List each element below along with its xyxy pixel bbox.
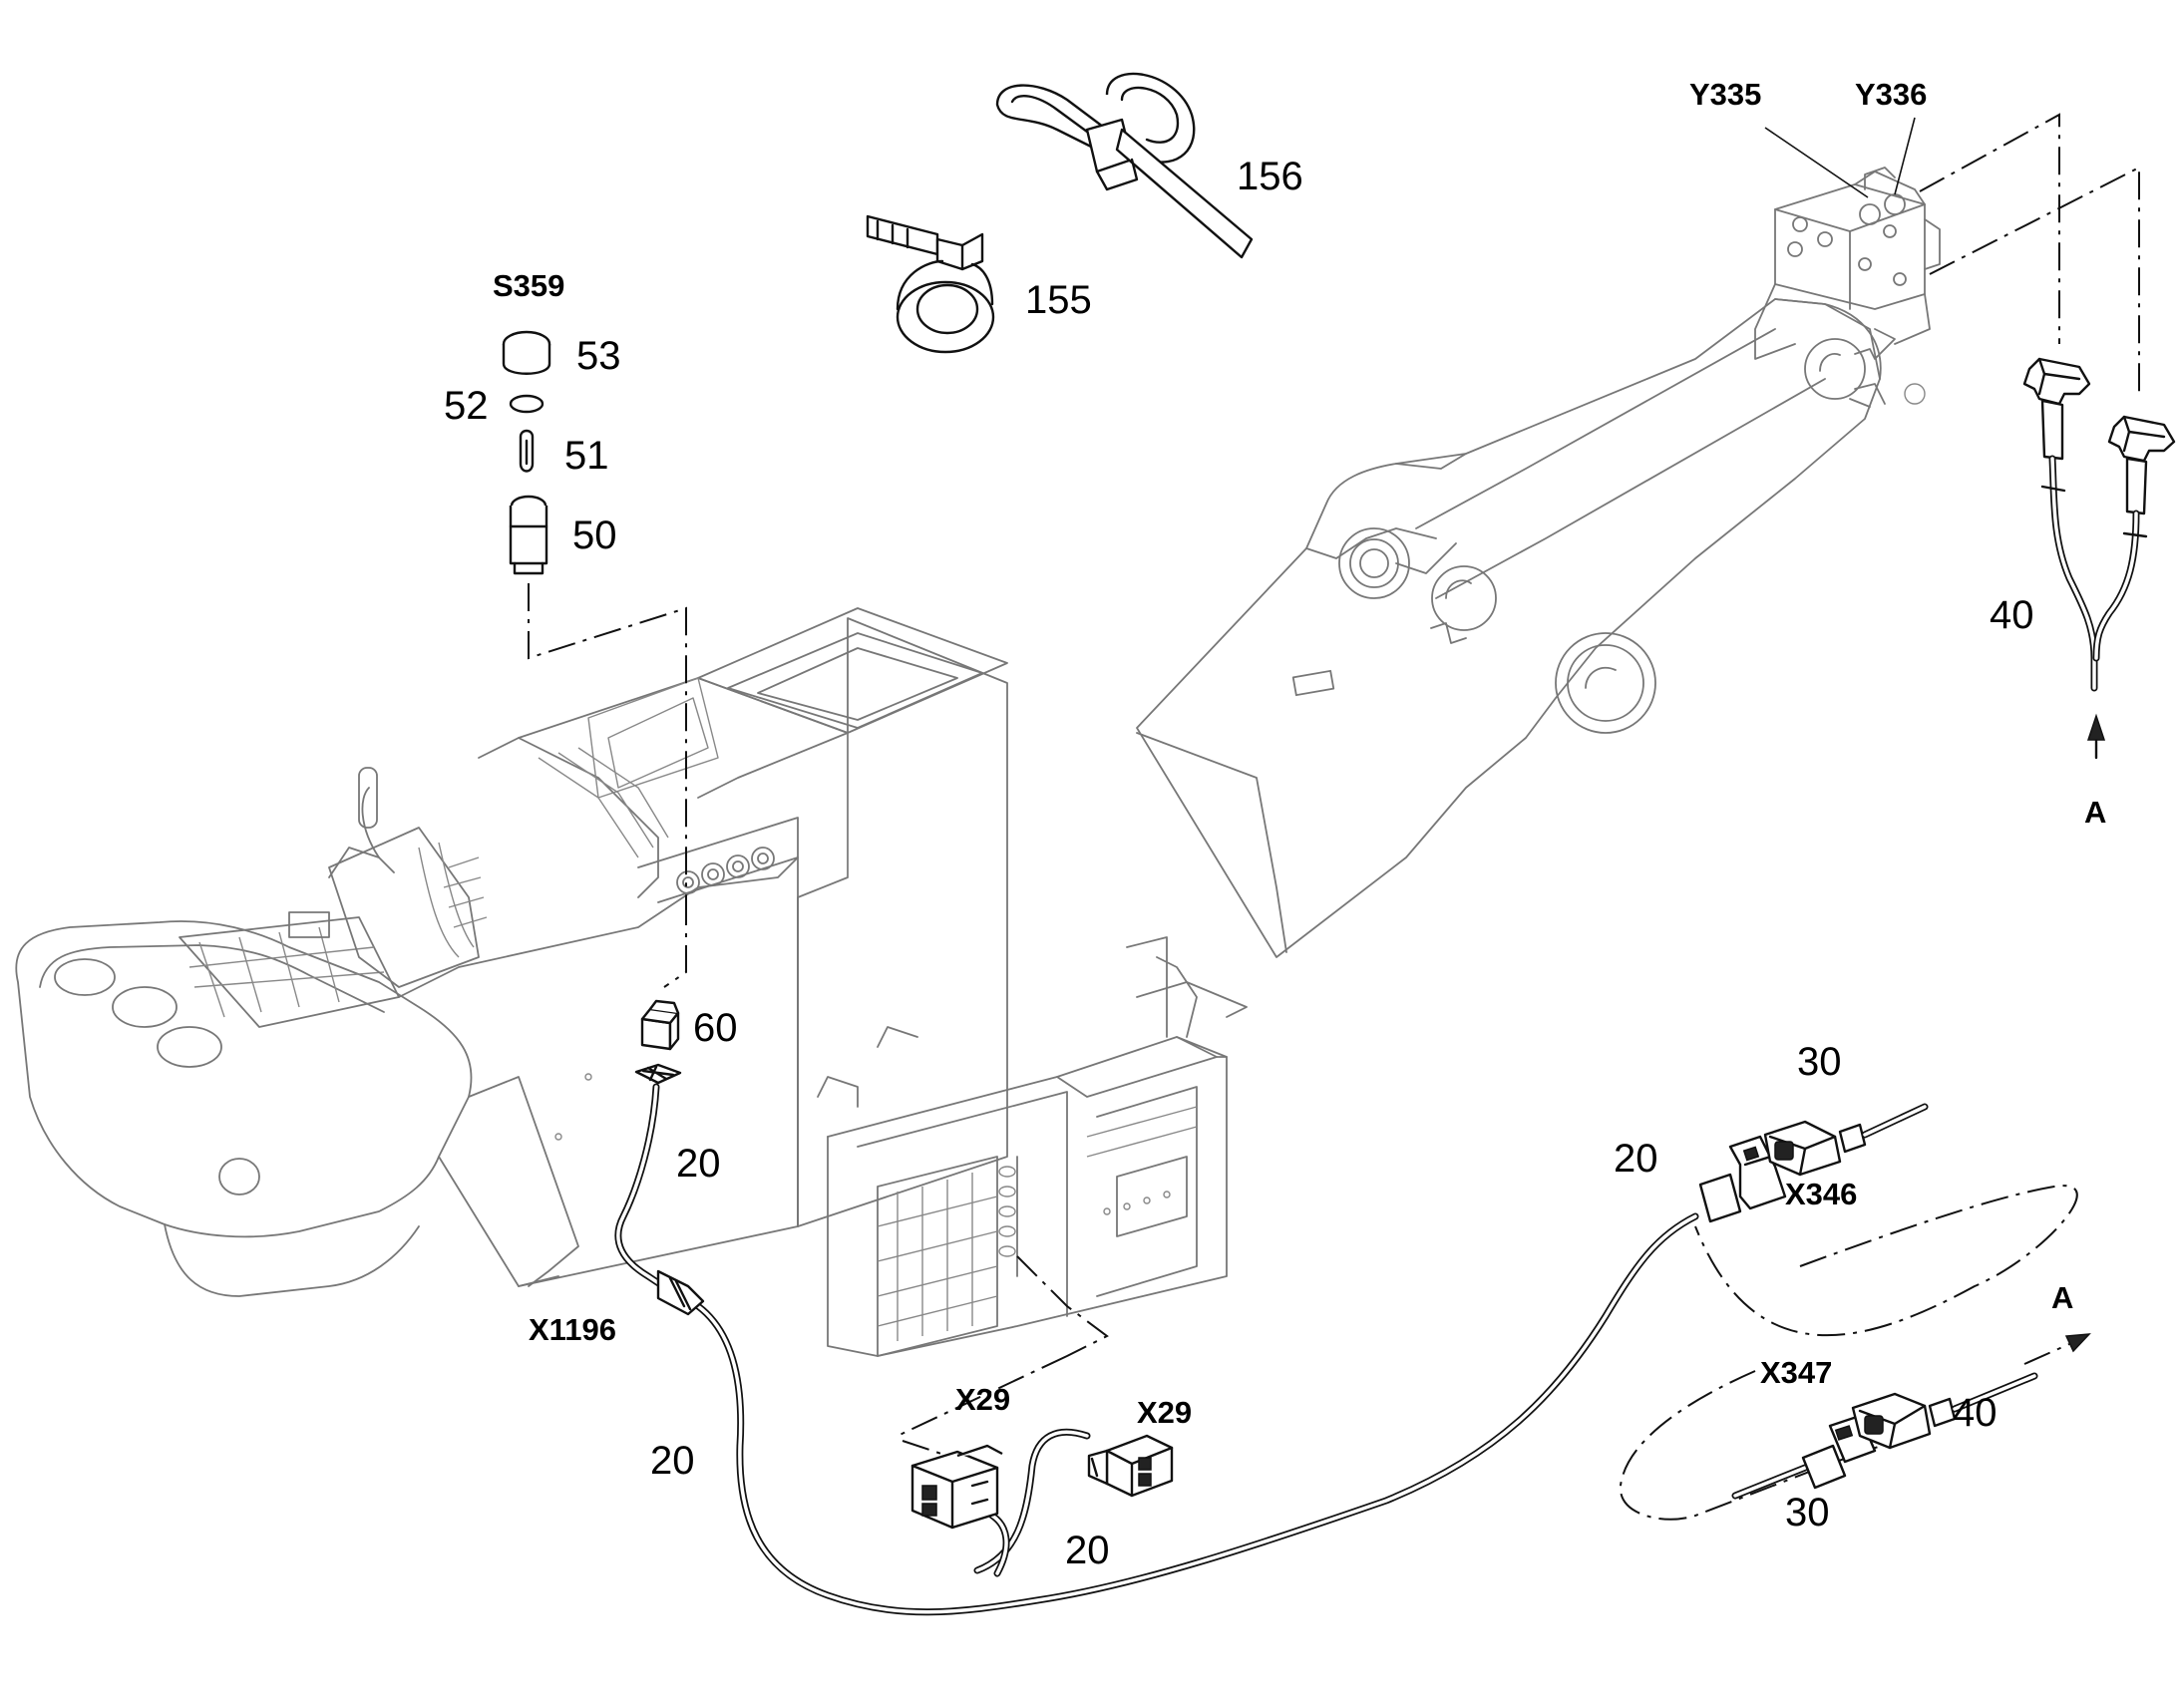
relay-bracket bbox=[827, 936, 1248, 1437]
label-view-a-bottom: A bbox=[2051, 1280, 2073, 1315]
label-y336: Y336 bbox=[1855, 77, 1927, 112]
label-x29-right: X29 bbox=[1137, 1395, 1192, 1430]
label-30-top: 30 bbox=[1797, 1040, 1842, 1084]
connector-x346-detail bbox=[1694, 1103, 2078, 1337]
harness-20 bbox=[614, 1083, 1699, 1616]
switch-s359-parts bbox=[502, 330, 687, 897]
connector-x29-left bbox=[902, 1440, 1003, 1530]
label-51: 51 bbox=[564, 434, 609, 478]
label-s359: S359 bbox=[493, 268, 564, 303]
label-20-x346: 20 bbox=[1614, 1137, 1658, 1181]
label-x347: X347 bbox=[1760, 1355, 1832, 1390]
connector-x347-detail bbox=[1619, 1333, 2091, 1521]
label-30-bottom: 30 bbox=[1785, 1491, 1830, 1535]
label-x1196: X1196 bbox=[529, 1312, 616, 1347]
label-x346: X346 bbox=[1785, 1177, 1857, 1211]
label-20-lower: 20 bbox=[650, 1439, 695, 1483]
label-x29-left: X29 bbox=[955, 1382, 1010, 1417]
label-60: 60 bbox=[693, 1006, 738, 1050]
solenoid-connectors-40 bbox=[1764, 113, 2176, 760]
label-53: 53 bbox=[576, 334, 621, 378]
label-y335: Y335 bbox=[1689, 77, 1761, 112]
connector-60 bbox=[634, 897, 687, 1085]
cable-ties bbox=[866, 72, 1254, 354]
operator-console bbox=[15, 607, 1008, 1297]
label-156: 156 bbox=[1237, 155, 1303, 198]
label-40-top: 40 bbox=[1990, 593, 2034, 637]
label-20-cab: 20 bbox=[676, 1142, 721, 1186]
label-view-a-top: A bbox=[2084, 795, 2106, 830]
label-50: 50 bbox=[572, 513, 617, 557]
label-155: 155 bbox=[1025, 278, 1092, 322]
label-40-bottom: 40 bbox=[1953, 1391, 1998, 1435]
callout-labels: S359 53 52 51 50 60 155 156 Y335 Y336 40… bbox=[444, 77, 2106, 1572]
label-52: 52 bbox=[444, 384, 489, 428]
connector-x29-right bbox=[1087, 1434, 1174, 1498]
boom-arm bbox=[1136, 167, 1941, 958]
label-20-x29: 20 bbox=[1065, 1529, 1110, 1572]
